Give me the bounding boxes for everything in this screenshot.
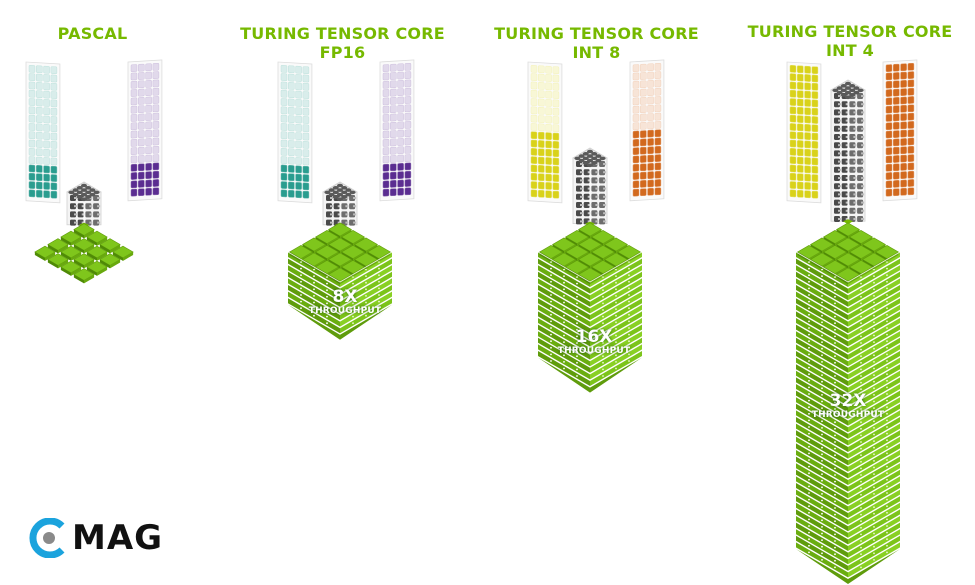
panel-turing-fp16: TURING TENSOR CORE FP16 8X THROUGHPUT [240, 0, 445, 585]
compute-cube [322, 181, 358, 228]
throughput-text: THROUGHPUT [811, 410, 885, 420]
throughput-value: 32X [829, 391, 867, 411]
matrix-b-panel [882, 59, 918, 202]
logo-text: MAG [72, 518, 164, 558]
throughput-text: THROUGHPUT [308, 306, 382, 316]
title-line-2: INT 4 [826, 41, 874, 60]
title-line-1: PASCAL [57, 24, 128, 43]
fp16-illustration [277, 59, 415, 340]
title-line-1: TURING TENSOR CORE [240, 24, 445, 43]
throughput-text: THROUGHPUT [557, 346, 631, 356]
accumulator-stack [795, 222, 901, 584]
title-line-2: INT 8 [572, 43, 621, 62]
matrix-a-panel [25, 61, 61, 204]
compute-cube [572, 147, 608, 227]
panel-pascal: PASCAL [0, 0, 185, 585]
logo-mark-icon [29, 518, 65, 558]
title-line-1: TURING TENSOR CORE [747, 22, 953, 41]
title-line-2: FP16 [319, 43, 366, 62]
throughput-label: 32X THROUGHPUT [803, 392, 893, 420]
int8-illustration [527, 59, 665, 393]
panel-title: TURING TENSOR CORE INT 8 [494, 24, 699, 62]
accumulator-stack [287, 222, 393, 340]
matrix-a-panel [277, 61, 313, 204]
panel-title: PASCAL [0, 24, 185, 43]
throughput-label: 16X THROUGHPUT [549, 328, 639, 356]
matrix-a-panel [527, 61, 563, 204]
accumulator-tiles [34, 223, 134, 284]
throughput-label: 8X THROUGHPUT [300, 288, 390, 316]
matrix-b-panel [629, 59, 665, 202]
int4-illustration [786, 59, 918, 584]
cmag-logo: MAG [28, 518, 163, 558]
matrix-b-panel [127, 59, 163, 202]
compute-cube [830, 79, 866, 225]
title-line-1: TURING TENSOR CORE [494, 24, 699, 43]
throughput-value: 16X [575, 327, 613, 347]
panel-title: TURING TENSOR CORE INT 4 [745, 22, 955, 60]
panel-turing-int4: TURING TENSOR CORE INT 4 32X THROUGHPUT [745, 0, 955, 585]
matrix-a-panel [786, 61, 822, 204]
panel-title: TURING TENSOR CORE FP16 [240, 24, 445, 62]
throughput-value: 8X [332, 287, 358, 307]
panel-turing-int8: TURING TENSOR CORE INT 8 16X THROUGHPUT [494, 0, 699, 585]
accumulator-stack [537, 222, 643, 393]
matrix-b-panel [379, 59, 415, 202]
pascal-illustration [25, 59, 163, 284]
compute-cube [66, 181, 102, 228]
